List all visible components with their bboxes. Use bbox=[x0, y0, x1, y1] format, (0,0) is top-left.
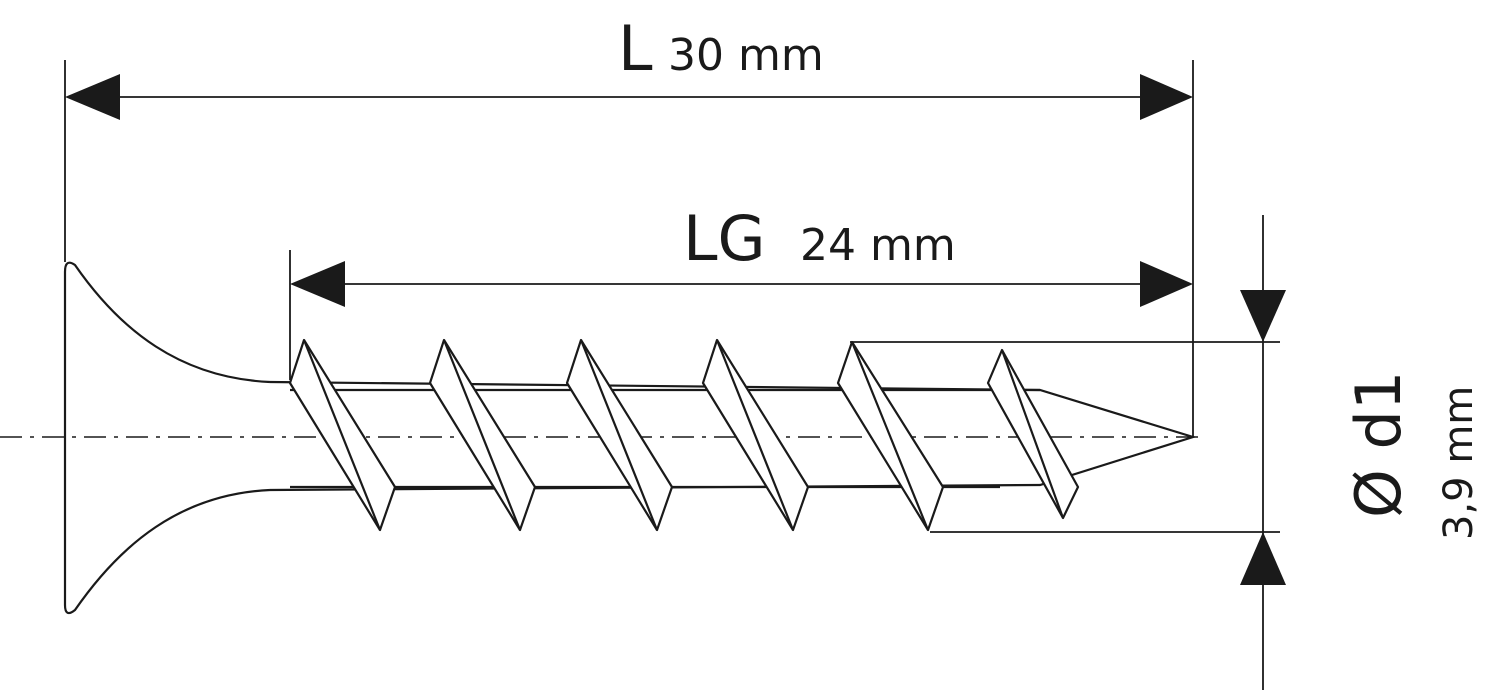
thread-edge bbox=[579, 339, 659, 531]
arrow-right-icon bbox=[1140, 261, 1193, 307]
length-value: 30 mm bbox=[668, 30, 824, 81]
thread-edge bbox=[442, 339, 522, 531]
length-symbol: L bbox=[618, 12, 653, 85]
thread-length-dimension: LG 24 mm bbox=[290, 202, 1193, 307]
diameter-dimension: Ø d1 3,9 mm bbox=[850, 215, 1482, 690]
diameter-symbol: Ø d1 bbox=[1342, 371, 1415, 518]
screw-head bbox=[63, 261, 271, 615]
thread-length-symbol: LG bbox=[683, 202, 766, 275]
arrow-left-icon bbox=[65, 74, 120, 120]
thread-edge bbox=[850, 341, 930, 531]
arrow-down-icon bbox=[1240, 290, 1286, 342]
thread-edge bbox=[715, 339, 795, 531]
diameter-value: 3,9 mm bbox=[1436, 386, 1482, 540]
arrow-up-icon bbox=[1240, 532, 1286, 585]
length-dimension: L 30 mm bbox=[65, 12, 1193, 120]
thread-edge bbox=[302, 339, 382, 531]
arrow-right-icon bbox=[1140, 74, 1193, 120]
arrow-left-icon bbox=[290, 261, 345, 307]
thread-edge bbox=[1000, 349, 1065, 519]
screw bbox=[63, 261, 1197, 615]
thread-length-value: 24 mm bbox=[800, 220, 956, 271]
